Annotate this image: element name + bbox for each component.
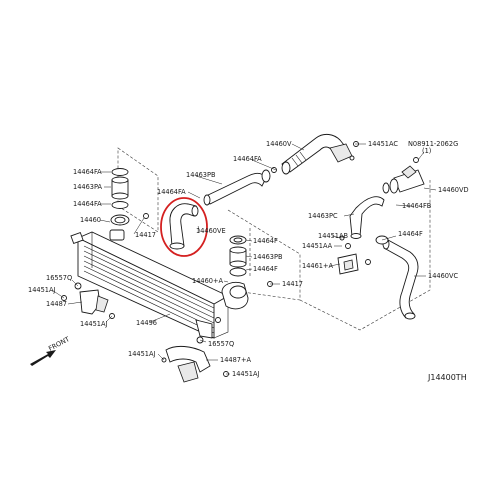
label-14417: 14417 xyxy=(135,231,156,239)
label-14460v: 14460V xyxy=(266,140,292,148)
label-14451aj: 14451AJ xyxy=(28,286,55,294)
label-16557q: 16557Q xyxy=(208,340,234,348)
left-clamps xyxy=(110,168,130,226)
intercooler-core xyxy=(70,231,229,339)
label-14464fa: 14464FA xyxy=(233,155,262,163)
upper-pipe xyxy=(203,167,277,206)
right-connector-14460vd xyxy=(382,157,425,194)
label-14464f: 14464F xyxy=(398,230,423,238)
label-14464fb: 14464FB xyxy=(402,202,432,210)
label-14461a: 14461+A xyxy=(302,262,334,270)
middle-clamp-stack xyxy=(229,235,247,277)
part-labels: 14464FA 14463PA 14464FA 14460 14417 1446… xyxy=(28,140,469,382)
left-bracket-assembly xyxy=(61,213,149,319)
label-14463pb: 14463PB xyxy=(186,171,216,179)
label-14463pa: 14463PA xyxy=(73,183,103,191)
label-14464fa: 14464FA xyxy=(73,168,102,176)
leader-lines xyxy=(51,143,437,375)
label-14460a: 14460+A xyxy=(192,277,224,285)
label-14464fa: 14464FA xyxy=(73,200,102,208)
label-14460: 14460 xyxy=(80,216,101,224)
pipe-14460vc xyxy=(375,235,419,320)
front-arrow-icon xyxy=(30,350,56,366)
label-14487: 14487 xyxy=(46,300,67,308)
label-14496: 14496 xyxy=(136,319,157,327)
front-label: FRONT xyxy=(47,335,72,353)
label-14464f: 14464F xyxy=(253,237,278,245)
label-14451aa: 14451AA xyxy=(302,242,333,250)
hose-14463pc xyxy=(349,196,385,239)
label-14460ve: 14460VE xyxy=(196,227,226,235)
label-14487a: 14487+A xyxy=(220,356,252,364)
label-14460vd: 14460VD xyxy=(438,186,469,194)
label-14451ac: 14451AC xyxy=(368,140,398,148)
outlet-14460a xyxy=(215,281,273,323)
label-14451aj: 14451AJ xyxy=(232,370,259,378)
label-14463pb: 14463PB xyxy=(253,253,283,261)
label-14464f: 14464F xyxy=(253,265,278,273)
hose-14460ve xyxy=(160,197,208,257)
label-08911-qty: (1) xyxy=(422,147,431,155)
highlight-ring xyxy=(160,197,208,257)
label-16557q: 16557Q xyxy=(46,274,72,282)
label-14460vc: 14460VC xyxy=(428,272,458,280)
label-08911-2062g: N08911-2062G xyxy=(408,140,458,148)
label-14451ab: 14451AB xyxy=(318,232,348,240)
label-14463pc: 14463PC xyxy=(308,212,338,220)
label-14451aj: 14451AJ xyxy=(80,320,107,328)
diagram-code: J14400TH xyxy=(427,373,467,382)
top-duct-14460v xyxy=(281,133,359,175)
label-14464fa: 14464FA xyxy=(157,188,186,196)
label-14451aj: 14451AJ xyxy=(128,350,155,358)
bracket-14461a xyxy=(337,235,371,275)
lower-bracket-14487a xyxy=(161,336,229,383)
label-14417: 14417 xyxy=(282,280,303,288)
